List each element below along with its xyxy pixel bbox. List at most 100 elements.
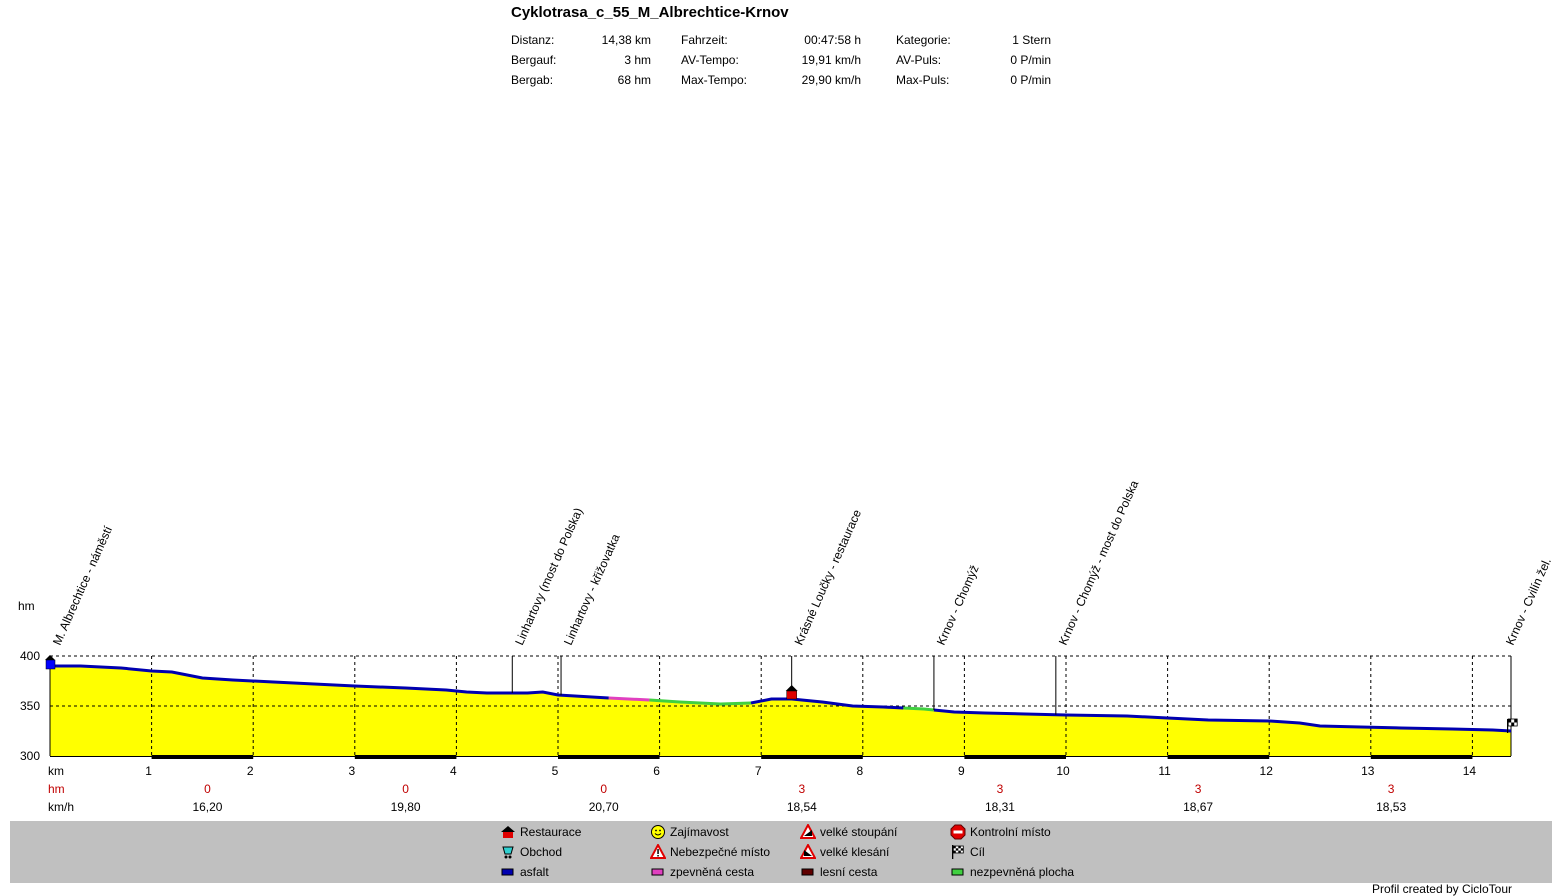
hm-row-label: hm — [48, 782, 65, 796]
legend-label: Restaurace — [520, 825, 582, 839]
klesani-icon — [800, 844, 816, 859]
cil-check-icon — [1514, 719, 1518, 723]
zpevnena-swatch — [651, 868, 664, 876]
x-tick-label: 8 — [856, 764, 863, 778]
stat-max-puls: 0 P/min — [1010, 73, 1051, 87]
segment-speed: 18,53 — [1376, 800, 1406, 814]
x-tick-label: 12 — [1260, 764, 1274, 778]
x-tick-label: 6 — [653, 764, 660, 778]
stat-distanz: 14,38 km — [601, 33, 651, 47]
x-axis-row-label: km — [48, 764, 64, 778]
cil-check-icon — [1511, 722, 1515, 726]
stat-label: Bergauf: — [511, 53, 557, 67]
segment-hm: 3 — [1388, 782, 1395, 796]
asfalt-swatch — [501, 868, 514, 876]
profile-line-nezpevněná-plocha — [649, 698, 752, 706]
x-tick-label: 7 — [755, 764, 762, 778]
nezpevnena-swatch — [951, 868, 964, 876]
stats-col-1-values: 14,38 km 3 hm 68 hm — [580, 30, 651, 90]
segment-speed: 20,70 — [589, 800, 619, 814]
km-bar — [558, 755, 660, 759]
x-tick-label: 9 — [958, 764, 965, 778]
legend-label: Nebezpečné místo — [670, 845, 771, 859]
segment-speed: 18,31 — [985, 800, 1015, 814]
stat-label: Kategorie: — [896, 33, 951, 47]
waypoint-label: Linhartovy - křižovatka — [561, 532, 623, 648]
start-roof-icon — [45, 655, 55, 660]
segment-speed: 16,20 — [192, 800, 222, 814]
km-bar — [1167, 755, 1270, 759]
legend: Restaurace Obchod asfalt Zajímavost Nebe… — [10, 821, 1552, 883]
profile-line-zpevněná-cesta — [608, 696, 650, 702]
kmh-row-label: km/h — [48, 800, 74, 814]
stats-col-2: Fahrzeit: AV-Tempo: Max-Tempo: — [681, 30, 747, 90]
segment-speed: 18,54 — [787, 800, 817, 814]
stat-bergab: 68 hm — [617, 73, 651, 87]
zajimavost-icon — [651, 825, 665, 839]
restaurace-roof-icon — [785, 685, 798, 691]
segment-hm: 0 — [402, 782, 409, 796]
waypoint-label: Krnov - Chomýž - most do Polska — [1056, 478, 1142, 647]
segment-hm: 3 — [798, 782, 805, 796]
profile-line-asfalt — [750, 697, 904, 710]
legend-label: velké stoupání — [820, 825, 898, 839]
x-tick-label: 5 — [552, 764, 559, 778]
segment-speed: 19,80 — [391, 800, 421, 814]
stat-label: Distanz: — [511, 33, 555, 47]
stat-label: Fahrzeit: — [681, 33, 728, 47]
stat-kategorie: 1 Stern — [1012, 33, 1051, 47]
y-tick-label: 300 — [20, 749, 40, 763]
stat-label: AV-Puls: — [896, 53, 942, 67]
segment-hm: 0 — [600, 782, 607, 796]
credit-text: Profil created by CicloTour — [1371, 882, 1512, 896]
legend-label: nezpevněná plocha — [970, 865, 1075, 879]
cil-icon — [952, 845, 964, 859]
x-tick-label: 1 — [145, 764, 152, 778]
stat-max-tempo: 29,90 km/h — [801, 73, 861, 87]
x-tick-label: 14 — [1463, 764, 1477, 778]
legend-label: zpevněná cesta — [670, 865, 755, 879]
stat-bergauf: 3 hm — [624, 53, 651, 67]
x-tick-label: 13 — [1361, 764, 1375, 778]
km-bar — [964, 755, 1066, 759]
route-title: Cyklotrasa_c_55_M_Albrechtice-Krnov — [511, 4, 789, 21]
legend-label: velké klesání — [820, 845, 890, 859]
stats-col-3-values: 1 Stern 0 P/min 0 P/min — [970, 30, 1051, 90]
x-tick-label: 2 — [247, 764, 254, 778]
legend-label: Cíl — [970, 845, 985, 859]
stat-av-puls: 0 P/min — [1010, 53, 1051, 67]
stat-fahrzeit: 00:47:58 h — [804, 33, 861, 47]
cil-pole-icon — [1507, 719, 1509, 733]
waypoint-label: M. Albrechtice - náměstí — [50, 523, 115, 647]
segment-hm: 3 — [997, 782, 1004, 796]
legend-label: lesní cesta — [820, 865, 878, 879]
legend-label: Kontrolní místo — [970, 825, 1051, 839]
legend-label: Obchod — [520, 845, 563, 859]
stat-label: Max-Puls: — [896, 73, 950, 87]
waypoint-label: Krnov - Cvilín žel. — [1503, 556, 1554, 648]
kontrolni-icon — [950, 824, 966, 840]
elevation-area — [50, 666, 1512, 756]
stat-label: Max-Tempo: — [681, 73, 748, 87]
stats-col-2-values: 00:47:58 h 19,91 km/h 29,90 km/h — [770, 30, 861, 90]
x-tick-label: 10 — [1056, 764, 1070, 778]
profile-line-asfalt — [933, 708, 1512, 733]
waypoint-label: Krásné Loučky - restaurace — [792, 507, 865, 647]
restaurace-icon — [501, 826, 515, 838]
lesni-swatch — [801, 868, 814, 876]
segment-speed: 18,67 — [1183, 800, 1213, 814]
nebezpecne-icon — [650, 844, 666, 859]
km-bar — [354, 755, 457, 759]
legend-label: Zajímavost — [670, 825, 729, 839]
stoupani-icon — [800, 824, 816, 839]
segment-hm: 0 — [204, 782, 211, 796]
x-tick-label: 3 — [348, 764, 355, 778]
km-bar — [151, 755, 254, 759]
legend-label: asfalt — [520, 865, 549, 879]
restaurace-icon — [786, 690, 797, 700]
x-tick-label: 4 — [450, 764, 457, 778]
profile-line-nezpevněná-plocha — [903, 706, 935, 712]
start-icon — [45, 659, 56, 670]
segment-hm: 3 — [1195, 782, 1202, 796]
profile-line-asfalt — [50, 664, 609, 700]
